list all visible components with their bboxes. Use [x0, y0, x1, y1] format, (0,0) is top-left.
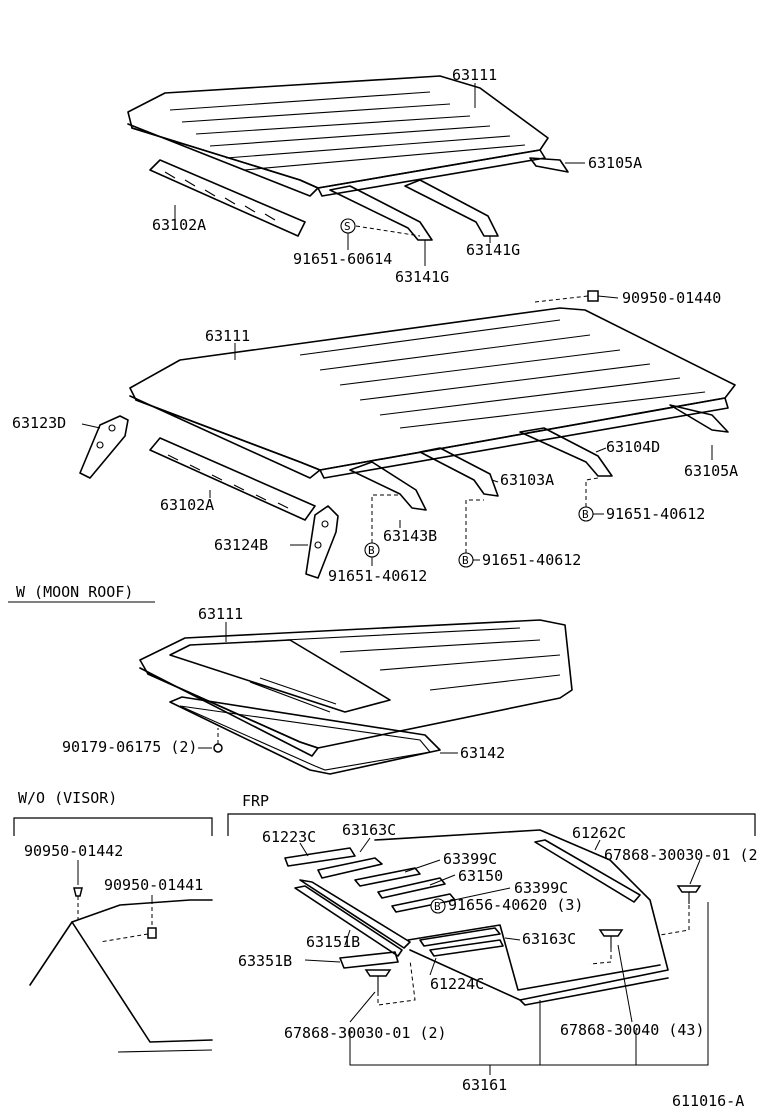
label-63111-b: 63111	[205, 327, 250, 345]
label-63161: 63161	[462, 1076, 507, 1094]
label-63102a-a: 63102A	[152, 216, 206, 234]
label-63102a-b: 63102A	[160, 496, 214, 514]
rail-63105a-upper	[529, 157, 569, 173]
roof-panel-middle	[129, 307, 736, 479]
s-mark: S	[344, 220, 351, 233]
label-63143b: 63143B	[383, 527, 437, 545]
label-diagram-id: 611016-A	[672, 1092, 744, 1110]
label-63150: 63150	[458, 867, 503, 885]
label-63111-c: 63111	[198, 605, 243, 623]
bracket-63124b	[305, 505, 339, 579]
b-mark-2: B	[462, 554, 469, 567]
label-67868-30030-01-a: 67868-30030-01 (2)	[604, 846, 760, 864]
label-63111-a: 63111	[452, 66, 497, 84]
bow-63141g-upper	[329, 179, 499, 241]
moulding-63399c-lower	[391, 893, 456, 913]
label-63163c-b: 63163C	[522, 930, 576, 948]
moulding-63163c	[317, 857, 383, 879]
section-frp: FRP	[242, 792, 269, 810]
part-labels: 63111 63105A 63102A 91651-60614 63141G 6…	[12, 66, 760, 1110]
label-91651-40612-c: 91651-40612	[482, 551, 581, 569]
label-90950-01442: 90950-01442	[24, 842, 123, 860]
leader-lines	[77, 83, 713, 1075]
label-63151b: 63151B	[306, 933, 360, 951]
rail-63105a-middle	[669, 404, 729, 433]
label-90950-01440: 90950-01440	[622, 289, 721, 307]
label-61223c: 61223C	[262, 828, 316, 846]
label-63141g-a: 63141G	[395, 268, 449, 286]
label-63141g-b: 63141G	[466, 241, 520, 259]
screw-s-mark: S	[340, 218, 356, 234]
label-90179-06175: 90179-06175 (2)	[62, 738, 197, 756]
moulding-61262c	[534, 839, 641, 903]
bracket-63123d	[79, 415, 129, 479]
label-91656-40620: 91656-40620 (3)	[448, 896, 583, 914]
label-63124b: 63124B	[214, 536, 268, 554]
moulding-63150	[377, 877, 446, 899]
moulding-63163c-lower	[419, 927, 501, 947]
moulding-63151b	[294, 879, 411, 957]
label-91651-40612-a: 91651-40612	[606, 505, 705, 523]
label-63399c-b: 63399C	[514, 879, 568, 897]
label-63105a-b: 63105A	[684, 462, 738, 480]
label-91651-40612-b: 91651-40612	[328, 567, 427, 585]
clip-90950-01440	[534, 290, 599, 303]
label-67868-30040: 67868-30040 (43)	[560, 1021, 705, 1039]
label-63104d: 63104D	[606, 438, 660, 456]
section-moon-roof: W (MOON ROOF)	[16, 583, 133, 601]
moulding-61224c	[429, 939, 504, 957]
frp-shell	[374, 829, 669, 1006]
label-63163c-a: 63163C	[342, 821, 396, 839]
roof-edge-visor	[29, 899, 213, 1053]
frame-63142	[169, 696, 441, 775]
label-61224c: 61224C	[430, 975, 484, 993]
label-63142: 63142	[460, 744, 505, 762]
moulding-63399c-upper	[354, 867, 421, 887]
section-wo-visor: W/O (VISOR)	[18, 789, 117, 807]
label-90950-01441: 90950-01441	[104, 876, 203, 894]
moulding-63351b	[339, 951, 399, 969]
clip-90950-01441	[99, 900, 157, 943]
roof-panel-upper	[127, 75, 549, 197]
b-mark-4: B	[434, 900, 441, 913]
b-mark-3: B	[582, 508, 589, 521]
label-63123d: 63123D	[12, 414, 66, 432]
roof-panel-moonroof	[139, 619, 573, 757]
label-67868-30030-01-b: 67868-30030-01 (2)	[284, 1024, 447, 1042]
label-63351b: 63351B	[238, 952, 292, 970]
label-63105a-a: 63105A	[588, 154, 642, 172]
clip-90950-01442	[73, 887, 83, 920]
rail-63102a-upper	[149, 159, 306, 237]
screw-b-frp: B	[430, 898, 446, 914]
label-91651-60614: 91651-60614	[293, 250, 392, 268]
label-61262c: 61262C	[572, 824, 626, 842]
bows-middle	[349, 427, 613, 511]
clips-67868	[364, 885, 702, 992]
label-63103a: 63103A	[500, 471, 554, 489]
label-63399c-a: 63399C	[443, 850, 497, 868]
moulding-61223c	[284, 847, 356, 867]
b-mark-1: B	[368, 544, 375, 557]
rail-63102a-middle	[149, 437, 316, 521]
nut-90179-06175	[213, 728, 223, 753]
